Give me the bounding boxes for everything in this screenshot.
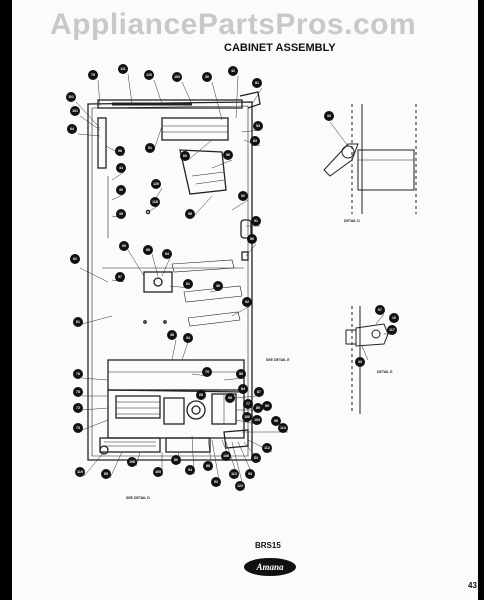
callout-c21: 44	[116, 163, 126, 173]
brand-logo: Amana	[244, 558, 296, 576]
callout-c26: 90	[119, 241, 129, 251]
callout-c42: 86	[236, 369, 246, 379]
see-detail-e-label: SEE DETAIL E	[266, 358, 290, 362]
callout-c14: 83	[250, 136, 260, 146]
callout-c55: 108	[127, 457, 137, 467]
callout-c19: 91	[251, 216, 261, 226]
callout-c43: 84	[238, 384, 248, 394]
callout-c63: 122	[235, 481, 245, 491]
callout-c65: 82	[251, 453, 261, 463]
detail-e-drawing	[345, 306, 394, 414]
callout-c70: 117	[387, 325, 397, 335]
callout-c23: 118	[150, 197, 160, 207]
callout-c3: 120	[144, 70, 154, 80]
page-number: 43	[468, 581, 477, 590]
callout-c71: 33	[355, 357, 365, 367]
callout-c58: 94	[185, 465, 195, 475]
callout-c37: 79	[202, 367, 212, 377]
callout-c69: 97	[375, 305, 385, 315]
detail-d-label: DETAIL D	[344, 219, 360, 223]
watermark: AppliancePartsPros.com	[50, 8, 417, 41]
cabinet-outline	[87, 91, 261, 461]
callout-c38: 76	[73, 369, 83, 379]
callout-c54: 85	[101, 469, 111, 479]
see-detail-d-label: SEE DETAIL D	[126, 496, 150, 500]
callout-c9: 101	[70, 106, 80, 116]
callout-c16: 56	[223, 150, 233, 160]
detail-e-label: DETAIL E	[377, 370, 393, 374]
callout-c41: 73	[73, 423, 83, 433]
callout-c49: 95	[225, 393, 235, 403]
callout-c24: 30	[116, 185, 126, 195]
callout-c17: 55	[185, 209, 195, 219]
callout-c50: 68	[196, 390, 206, 400]
callout-c34: 61	[73, 317, 83, 327]
callout-c4: 103	[172, 72, 182, 82]
callout-c61: 106	[221, 451, 231, 461]
callout-c29: 61	[183, 279, 193, 289]
callout-c27: 66	[143, 245, 153, 255]
callout-c33: 57	[115, 272, 125, 282]
callout-c51: 77	[243, 399, 253, 409]
callout-c12: 51	[145, 143, 155, 153]
callout-c8: 102	[66, 92, 76, 102]
callout-c32: 62	[70, 254, 80, 264]
callout-c40: 72	[73, 403, 83, 413]
callout-c7: 81	[252, 78, 262, 88]
leader-lines	[75, 73, 288, 491]
callout-c52: 100	[242, 412, 252, 422]
callout-c60: 52	[211, 477, 221, 487]
callout-c35: 45	[167, 330, 177, 340]
callout-c1: 75	[88, 70, 98, 80]
diagram-title: CABINET ASSEMBLY	[224, 42, 336, 54]
callout-c22: 120	[151, 179, 161, 189]
callout-c56: 105	[153, 467, 163, 477]
callout-c6: 42	[228, 66, 238, 76]
callout-c31: 92	[242, 297, 252, 307]
callout-c67: 99	[262, 401, 272, 411]
callout-c15: 60	[180, 151, 190, 161]
callout-c46: 104	[252, 415, 262, 425]
diagram-sheet: AppliancePartsPros.com CABINET ASSEMBLY	[12, 0, 478, 600]
callout-c53: 119	[75, 467, 85, 477]
callout-c44: 87	[254, 387, 264, 397]
callout-c39: 78	[73, 387, 83, 397]
callout-c11: 96	[115, 146, 125, 156]
callout-c36: 34	[183, 333, 193, 343]
callout-c64: 93	[245, 469, 255, 479]
callout-c18: 92	[238, 191, 248, 201]
callout-c62: 113	[229, 469, 239, 479]
callout-c2: 111	[118, 64, 128, 74]
callout-c10: 64	[67, 124, 77, 134]
callout-c57: 80	[171, 455, 181, 465]
callout-c30: 36	[213, 281, 223, 291]
callout-c13: 53	[253, 121, 263, 131]
callout-c68: 33	[324, 111, 334, 121]
callout-c72: 10	[389, 313, 399, 323]
callout-c66: 98	[271, 416, 281, 426]
callout-c28: 84	[162, 249, 172, 259]
callout-c45: 89	[253, 403, 263, 413]
callout-c25: 39	[116, 209, 126, 219]
callout-c48: 112	[262, 443, 272, 453]
callout-c47: 114	[278, 423, 288, 433]
callout-c59: 88	[203, 461, 213, 471]
detail-d-drawing	[323, 104, 417, 214]
callout-c20: 50	[247, 234, 257, 244]
model-number: BRS15	[255, 541, 281, 550]
callout-c5: 30	[202, 72, 212, 82]
